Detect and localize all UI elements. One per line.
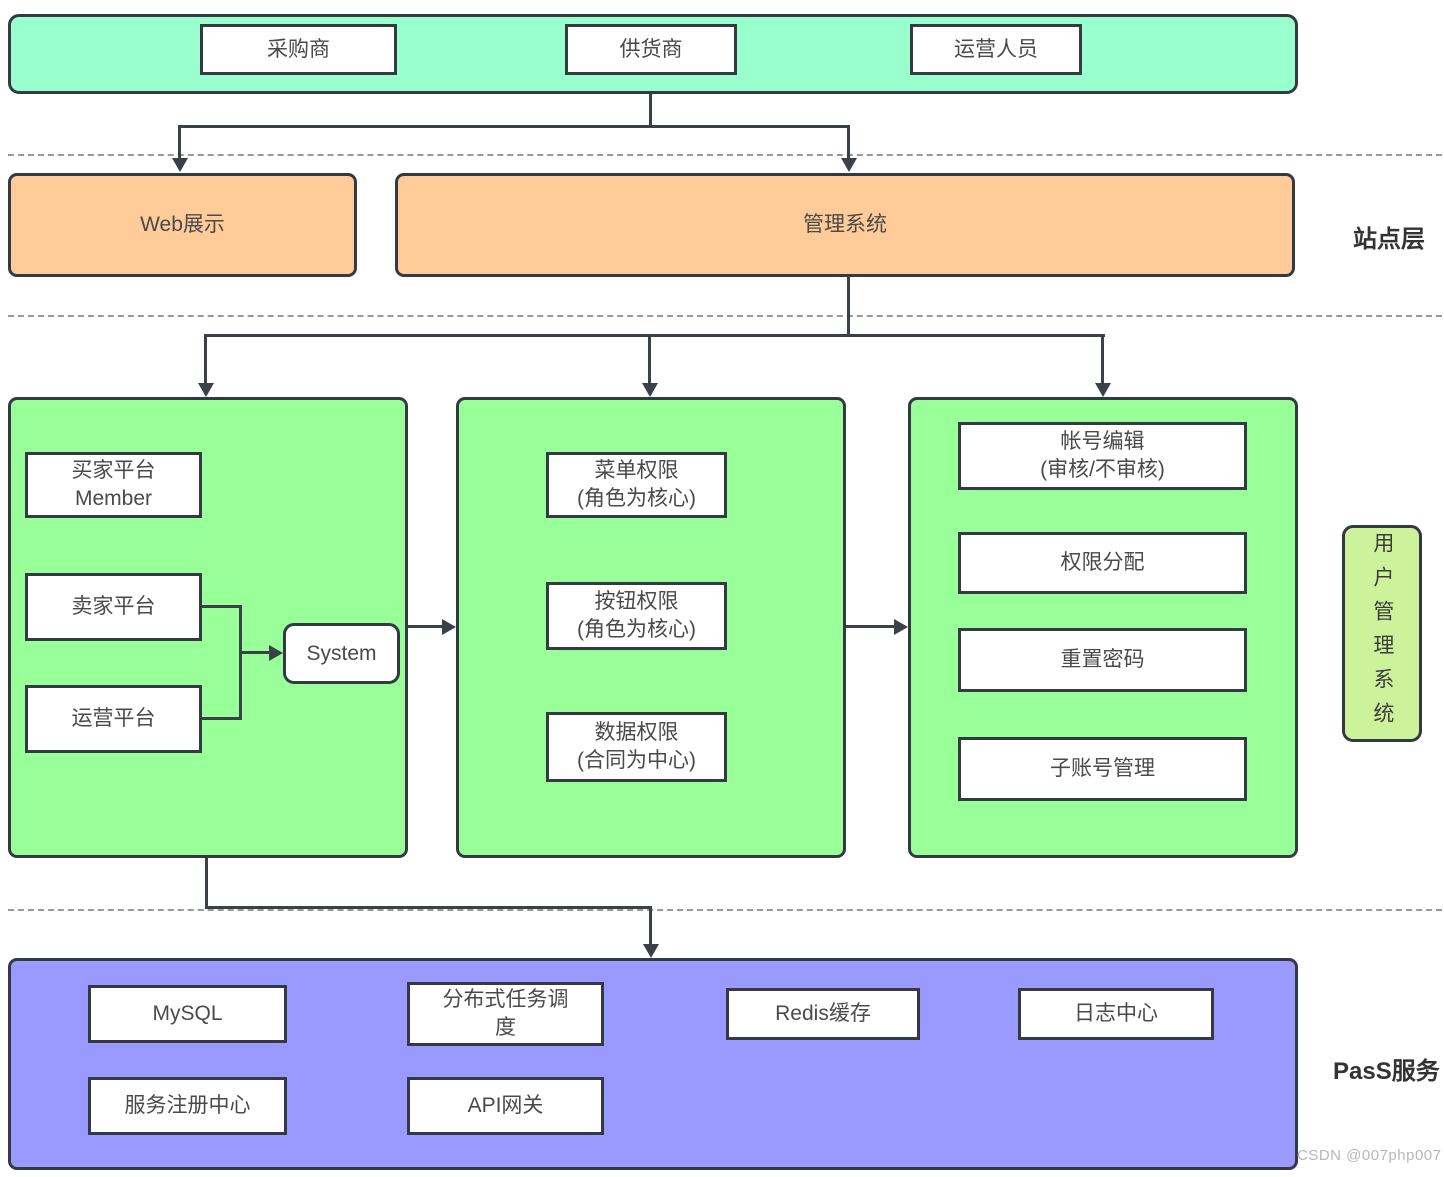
node-data-permission: 数据权限 (合同为中心): [546, 712, 727, 782]
node-mysql: MySQL: [88, 985, 287, 1043]
connector-seller-out: [202, 605, 242, 608]
node-management-system-label: 管理系统: [803, 213, 887, 237]
connector-to-management: [847, 127, 850, 158]
node-seller-platform: 卖家平台: [25, 573, 202, 641]
arrowhead-permission-group: [642, 383, 658, 397]
node-operation-platform: 运营平台: [25, 685, 202, 753]
node-operator-label: 运营人员: [954, 37, 1038, 61]
node-button-permission-sublabel: (角色为核心): [577, 618, 696, 641]
layer-divider-2: [8, 315, 1442, 317]
node-service-registry: 服务注册中心: [88, 1077, 287, 1135]
node-menu-permission-label: 菜单权限: [594, 459, 679, 483]
connector-paas-down: [649, 906, 652, 944]
arrowhead-paas: [643, 944, 659, 958]
node-reset-password: 重置密码: [958, 628, 1247, 692]
arrowhead-management: [841, 158, 857, 172]
node-buyer-platform: 买家平台 Member: [25, 452, 202, 518]
node-permission-assign: 权限分配: [958, 532, 1247, 594]
arrowhead-accounts: [894, 619, 908, 635]
arrowhead-account-group: [1095, 383, 1111, 397]
watermark: CSDN @007php007: [1297, 1147, 1442, 1164]
node-web-display: Web展示: [8, 173, 357, 277]
node-account-edit: 帐号编辑 (审核/不审核): [958, 422, 1247, 490]
connector-to-system: [241, 651, 269, 654]
node-redis: Redis缓存: [726, 988, 920, 1040]
node-button-permission: 按钮权限 (角色为核心): [546, 582, 727, 650]
node-data-permission-label: 数据权限: [594, 721, 679, 745]
node-account-edit-sublabel: (审核/不审核): [1040, 458, 1165, 481]
node-api-gateway-label: API网关: [467, 1094, 544, 1118]
layer-divider-3: [8, 909, 1442, 911]
connector-operation-out: [202, 717, 242, 720]
node-sub-account-label: 子账号管理: [1050, 757, 1155, 781]
connector-to-web-display: [178, 127, 181, 158]
arrowhead-permissions: [442, 619, 456, 635]
node-log-center: 日志中心: [1018, 988, 1214, 1040]
node-buyer-platform-label: 买家平台: [71, 459, 156, 483]
connector-to-platform-group: [204, 336, 207, 383]
node-permission-assign-label: 权限分配: [1060, 551, 1145, 575]
connector-management-branch: [204, 334, 1105, 337]
user-mgmt-side-tag-label: 用户管理系统: [1370, 531, 1394, 736]
node-button-permission-label: 按钮权限: [594, 590, 679, 614]
node-seller-platform-label: 卖家平台: [71, 595, 156, 619]
node-mysql-label: MySQL: [152, 1002, 223, 1026]
arrowhead-system: [269, 645, 283, 661]
connector-supplier-down: [649, 94, 652, 127]
connector-to-permission-group: [648, 336, 651, 383]
node-sub-account: 子账号管理: [958, 737, 1247, 801]
connector-management-down: [847, 277, 850, 336]
node-purchaser-label: 采购商: [267, 37, 330, 61]
connector-permissions-to-accounts: [846, 625, 894, 628]
site-layer-label: 站点层: [1353, 226, 1425, 253]
connector-platforms-to-permissions: [408, 625, 442, 628]
connector-paas-horizontal: [205, 906, 652, 909]
node-data-permission-sublabel: (合同为中心): [577, 749, 696, 772]
node-menu-permission-sublabel: (角色为核心): [577, 487, 696, 510]
node-operation-platform-label: 运营平台: [71, 707, 156, 731]
node-service-registry-label: 服务注册中心: [124, 1094, 251, 1118]
node-redis-label: Redis缓存: [775, 1002, 871, 1026]
connector-actors-branch: [178, 125, 850, 128]
layer-divider-1: [8, 154, 1442, 156]
arrowhead-web-display: [172, 158, 188, 172]
node-management-system: 管理系统: [395, 173, 1295, 277]
node-purchaser: 采购商: [200, 24, 397, 75]
paas-layer-label: PasS服务: [1333, 1058, 1440, 1085]
connector-to-account-group: [1101, 336, 1104, 383]
node-menu-permission: 菜单权限 (角色为核心): [546, 452, 727, 518]
node-system-label: System: [306, 641, 377, 665]
node-task-scheduler: 分布式任务调度: [407, 982, 604, 1046]
arrowhead-platform-group: [198, 383, 214, 397]
node-account-edit-label: 帐号编辑: [1060, 430, 1145, 454]
node-operator: 运营人员: [910, 24, 1082, 75]
node-task-scheduler-label: 分布式任务调度: [442, 988, 569, 1039]
node-api-gateway: API网关: [407, 1077, 604, 1135]
connector-platforms-down: [205, 858, 208, 908]
node-reset-password-label: 重置密码: [1060, 648, 1145, 672]
connector-platform-join: [239, 605, 242, 720]
user-mgmt-side-tag: 用户管理系统: [1342, 525, 1422, 742]
node-web-display-label: Web展示: [140, 213, 225, 237]
node-log-center-label: 日志中心: [1074, 1002, 1158, 1026]
node-supplier-label: 供货商: [619, 37, 683, 61]
node-buyer-platform-sublabel: Member: [74, 487, 153, 510]
node-system: System: [283, 623, 400, 684]
node-supplier: 供货商: [565, 24, 737, 75]
